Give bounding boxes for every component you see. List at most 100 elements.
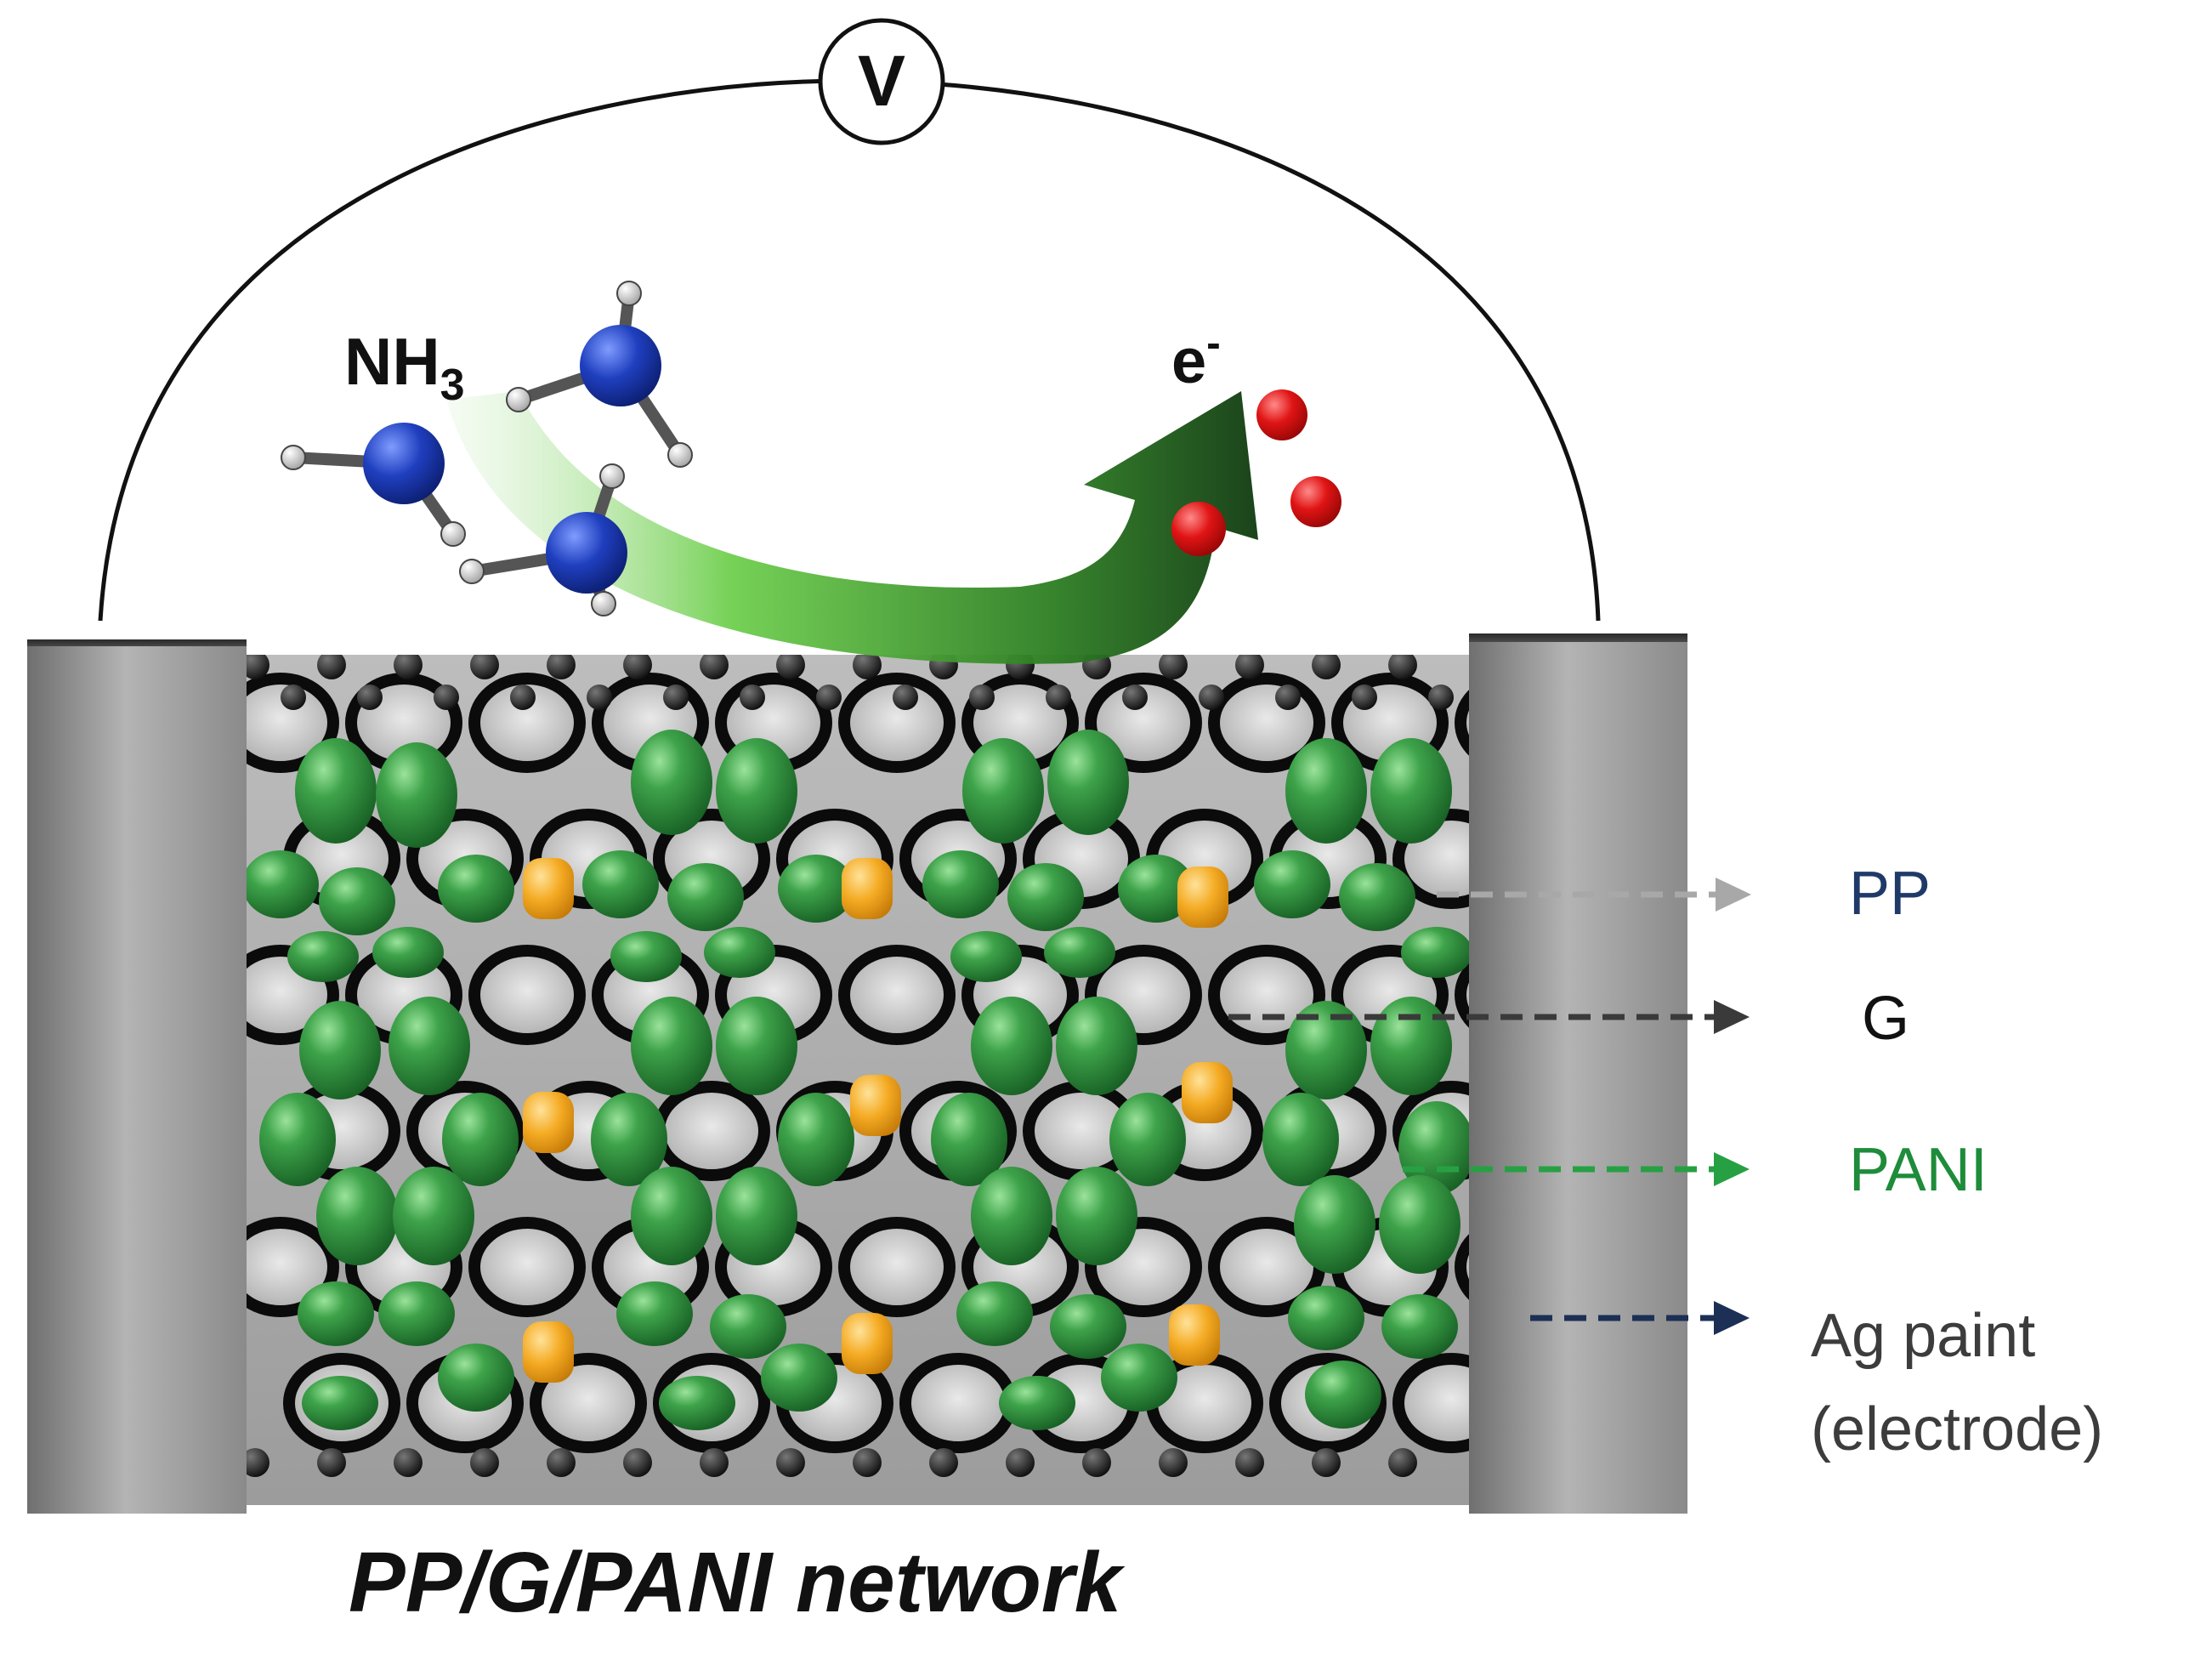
electrons	[1171, 389, 1341, 556]
left-electrode	[27, 639, 247, 1514]
pani-sphere	[372, 927, 444, 978]
graphene-atom	[470, 1448, 499, 1477]
pani-sphere	[971, 997, 1052, 1095]
pani-sphere	[667, 863, 744, 931]
pani-sphere	[1379, 1175, 1460, 1274]
dopant-node	[523, 858, 574, 919]
graphene-hole	[838, 673, 956, 773]
legend-arrowhead-pp	[1716, 878, 1751, 912]
pani-sphere	[582, 850, 659, 918]
pani-sphere	[299, 1001, 381, 1099]
pani-sphere	[1285, 738, 1367, 844]
dopant-node	[523, 1092, 574, 1153]
graphene-atom	[1352, 685, 1377, 710]
legend-item-pp: PP	[1437, 860, 1931, 928]
graphene-atom	[241, 655, 269, 679]
graphene-atom	[241, 1448, 269, 1477]
graphene-atom	[893, 685, 918, 710]
graphene-atom	[1122, 685, 1148, 710]
pani-sphere	[1294, 1175, 1375, 1274]
dopant-node	[1169, 1304, 1220, 1366]
pani-sphere	[1339, 863, 1415, 931]
hydrogen-atom	[591, 591, 616, 616]
graphene-atom	[776, 1448, 805, 1477]
graphene-atom	[317, 1448, 346, 1477]
hydrogen-atom	[281, 445, 306, 470]
pani-sphere	[971, 1167, 1052, 1265]
voltmeter: V	[818, 18, 945, 145]
graphene-atom	[510, 685, 536, 710]
pani-sphere	[302, 1376, 378, 1430]
pani-sphere	[319, 867, 395, 935]
legend-arrowhead-pani	[1714, 1152, 1750, 1186]
hydrogen-atom	[599, 463, 625, 489]
graphene-atom	[969, 685, 995, 710]
graphene-atom	[700, 655, 729, 679]
pani-sphere	[1370, 738, 1452, 844]
graphene-hole	[838, 945, 956, 1045]
gas-label: NH3	[344, 324, 465, 410]
pani-sphere	[1118, 855, 1194, 923]
dopant-node	[1177, 866, 1228, 928]
pani-sphere	[1101, 1344, 1177, 1412]
pani-sphere	[378, 1281, 455, 1346]
graphene-hole	[653, 1081, 770, 1181]
graphene-atom	[1082, 1448, 1111, 1477]
pani-sphere	[631, 1167, 712, 1265]
graphene-atom	[394, 655, 423, 679]
graphene-hole	[234, 673, 339, 773]
legend-item-ag-paint: Ag paint (electrode)	[1530, 1301, 2103, 1463]
graphene-atom	[1006, 1448, 1035, 1477]
pani-sphere	[1056, 997, 1137, 1095]
graphene-hole	[468, 1217, 586, 1317]
pani-sphere	[389, 997, 470, 1095]
pani-sphere	[1109, 1093, 1186, 1186]
pani-sphere	[716, 1167, 797, 1265]
graphene-atom	[929, 1448, 958, 1477]
pani-sphere	[591, 1093, 667, 1186]
pani-sphere	[704, 927, 775, 978]
pani-sphere	[1254, 850, 1330, 918]
pani-sphere	[631, 997, 712, 1095]
pani-sphere	[778, 855, 854, 923]
graphene-atom	[1275, 685, 1301, 710]
pani-sphere	[1050, 1294, 1126, 1359]
electron-ball	[1171, 502, 1226, 556]
electron-ball	[1256, 389, 1307, 440]
graphene-atom	[1046, 685, 1071, 710]
voltmeter-circle	[818, 18, 945, 145]
electron-ball	[1290, 476, 1341, 527]
pani-sphere	[950, 931, 1022, 982]
dopant-node	[842, 858, 893, 919]
pani-sphere	[287, 931, 359, 982]
nitrogen-atom	[580, 325, 661, 406]
legend: PP G PANI Ag paint (electrode)	[1228, 860, 2103, 1463]
pani-sphere	[1401, 927, 1472, 978]
graphene-atom	[816, 685, 842, 710]
pani-sphere	[716, 738, 797, 844]
graphene-atom	[547, 1448, 576, 1477]
graphene-atom	[281, 685, 306, 710]
graphene-atom	[1428, 685, 1454, 710]
legend-label-pp: PP	[1849, 860, 1931, 928]
graphene-hole	[468, 673, 586, 773]
pani-sphere	[259, 1093, 336, 1186]
pani-sphere	[999, 1376, 1075, 1430]
graphene-atom	[663, 685, 689, 710]
pani-sphere	[710, 1294, 786, 1359]
nitrogen-atom	[363, 423, 445, 504]
pani-sphere	[1056, 1167, 1137, 1265]
pani-sphere	[616, 1281, 693, 1346]
circuit-wire	[98, 78, 1601, 622]
pani-sphere	[931, 1093, 1007, 1186]
voltmeter-symbol: V	[858, 41, 905, 121]
graphene-atom	[547, 655, 576, 679]
dopant-node	[523, 1321, 574, 1383]
graphene-hole	[234, 1217, 339, 1317]
pp-g-pani-network	[234, 655, 1488, 1477]
graphene-atom	[740, 685, 765, 710]
legend-item-pani: PANI	[1403, 1136, 1988, 1204]
graphene-hole	[1392, 1353, 1488, 1453]
graphene-atom	[587, 685, 612, 710]
